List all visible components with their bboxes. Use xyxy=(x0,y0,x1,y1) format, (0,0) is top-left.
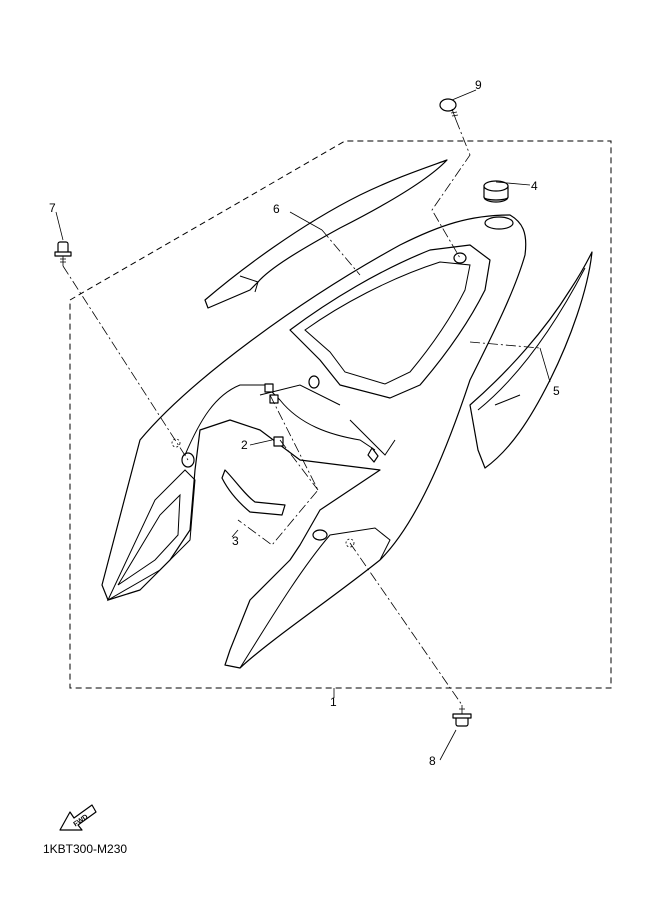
part-9-bolt[interactable] xyxy=(439,98,459,121)
callout-6: 6 xyxy=(273,202,280,216)
callout-1: 1 xyxy=(330,695,337,709)
callout-7: 7 xyxy=(49,201,56,215)
leader-lines xyxy=(55,89,551,761)
part-7-bolt[interactable] xyxy=(54,241,72,266)
fwd-label: FWD xyxy=(73,813,90,828)
part-6-side-strip[interactable] xyxy=(204,159,448,309)
part-2-clip[interactable] xyxy=(184,383,379,463)
callout-2: 2 xyxy=(241,438,248,452)
part-1-seat-cowl[interactable] xyxy=(101,214,527,669)
callout-3: 3 xyxy=(232,534,239,548)
callout-8: 8 xyxy=(429,754,436,768)
part-5-side-strip[interactable] xyxy=(469,251,593,469)
part-3-trim-strip[interactable] xyxy=(221,469,286,516)
callout-4: 4 xyxy=(531,179,538,193)
part-4-cap[interactable] xyxy=(483,180,509,203)
assembly-boundary xyxy=(69,140,612,689)
drawing-code: 1KBT300-M230 xyxy=(43,842,128,856)
part-8-bolt[interactable] xyxy=(452,705,472,727)
fwd-arrow-icon: FWD xyxy=(59,804,97,831)
callout-5: 5 xyxy=(553,384,560,398)
callout-9: 9 xyxy=(475,78,482,92)
